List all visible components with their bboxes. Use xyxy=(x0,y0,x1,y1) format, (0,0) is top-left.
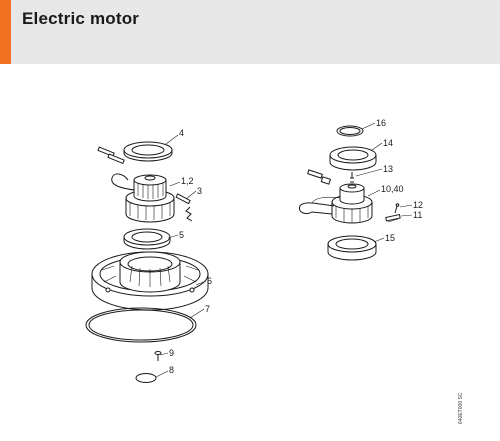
o-ring-part-7 xyxy=(85,307,197,343)
callout-8: 8 xyxy=(169,365,174,375)
header-accent-bar xyxy=(0,0,11,64)
spring-pin-part-3 xyxy=(175,193,193,222)
callout-11: 11 xyxy=(413,210,422,220)
brush-holder xyxy=(307,169,332,185)
callout-3: 3 xyxy=(197,186,202,196)
electric-motor-part-10-40 xyxy=(298,183,373,224)
callout-16: 16 xyxy=(376,118,386,128)
gasket-ring-part-5 xyxy=(123,228,171,250)
callout-14: 14 xyxy=(383,138,393,148)
motor-housing-part-6 xyxy=(91,251,209,311)
callout-6: 6 xyxy=(207,276,212,286)
clip-part-13 xyxy=(350,172,354,183)
page-title: Electric motor xyxy=(22,9,140,28)
callout-5: 5 xyxy=(179,230,184,240)
pin-part-12 xyxy=(394,203,400,214)
electric-motor-part-1-2 xyxy=(111,173,175,223)
callout-4: 4 xyxy=(179,128,184,138)
gasket-part-14 xyxy=(329,146,377,171)
callout-13: 13 xyxy=(383,164,393,174)
disc-part-8 xyxy=(135,373,157,383)
callout-10-40: 10,40 xyxy=(381,184,404,194)
gasket-ring-part-4 xyxy=(123,141,173,162)
leader-lines xyxy=(155,122,413,378)
drawing-code: 640ET009 SC xyxy=(458,392,464,424)
callout-1-2: 1,2 xyxy=(181,176,194,186)
callout-15: 15 xyxy=(385,233,395,243)
callout-12: 12 xyxy=(413,200,423,210)
callout-9: 9 xyxy=(169,348,174,358)
screw-part-9 xyxy=(154,351,162,361)
page-header: Electric motor xyxy=(0,0,500,64)
brush-part-11 xyxy=(385,213,401,223)
carbon-brushes xyxy=(97,146,125,165)
exploded-parts-diagram: 4 1,2 3 5 6 7 9 8 16 14 13 10,40 12 11 1… xyxy=(0,64,500,441)
gasket-part-15 xyxy=(327,235,377,261)
callout-7: 7 xyxy=(205,304,210,314)
o-ring-part-16 xyxy=(336,125,364,137)
